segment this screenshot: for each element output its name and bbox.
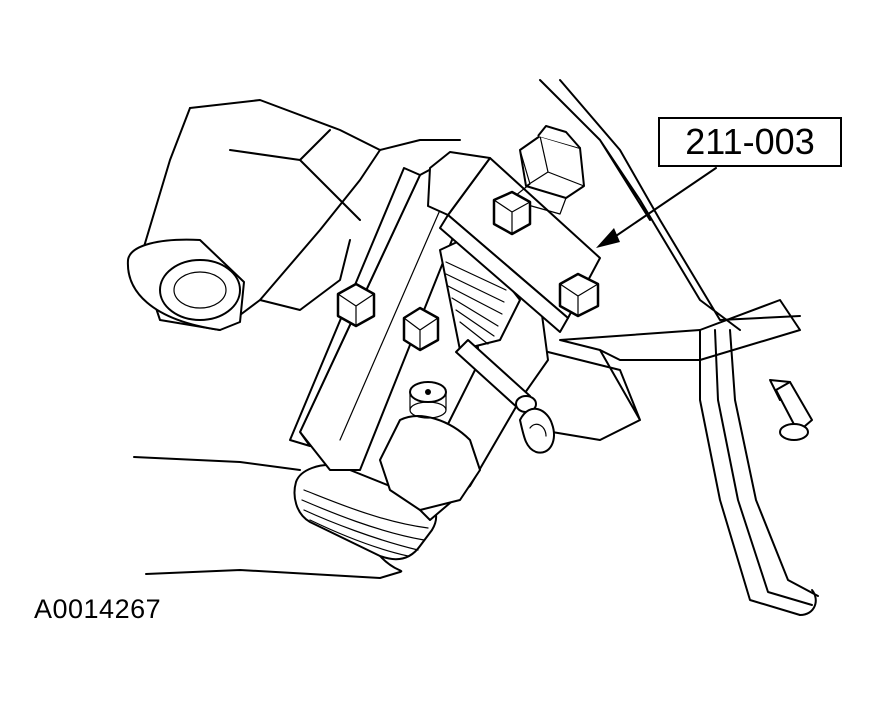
steering-gear-housing-upper xyxy=(189,99,461,151)
collar-lower-curve xyxy=(379,555,403,573)
hydraulic-line-middle xyxy=(714,329,813,606)
tool-number-label: 211-003 xyxy=(685,121,815,162)
crossbar-bolt-left xyxy=(492,190,532,236)
hydraulic-line-end xyxy=(799,589,817,616)
tool-number-callout: 211-003 xyxy=(658,117,842,167)
boss-bore-inner xyxy=(173,271,227,309)
pitman-arm-lower-edge xyxy=(145,569,401,579)
pitman-arm-upper-edge xyxy=(133,456,301,471)
line-fitting xyxy=(775,381,813,433)
lower-bracket xyxy=(539,349,641,441)
housing-lower-edge xyxy=(259,239,351,311)
bracket-plate xyxy=(559,299,801,361)
frame-rail-outline xyxy=(539,79,801,331)
puller-crossbar xyxy=(427,151,601,333)
hydraulic-line-inner xyxy=(729,329,819,597)
crossbar-bolt-right xyxy=(558,272,600,318)
jaw-bolt-lower xyxy=(402,306,440,352)
hydraulic-line-outer xyxy=(699,329,801,616)
figure-id-label: A0014267 xyxy=(34,594,162,624)
boss-bore xyxy=(159,259,241,321)
leader-arrow xyxy=(596,167,717,248)
cotter-pin xyxy=(519,407,555,454)
forcing-screw-nut xyxy=(509,125,585,215)
fitting-stub xyxy=(769,379,791,401)
fitting-end-cap xyxy=(779,423,809,441)
jaw-bolt-upper xyxy=(336,282,376,328)
housing-inner-contour xyxy=(229,129,361,221)
ball-stud-housing xyxy=(379,381,481,511)
